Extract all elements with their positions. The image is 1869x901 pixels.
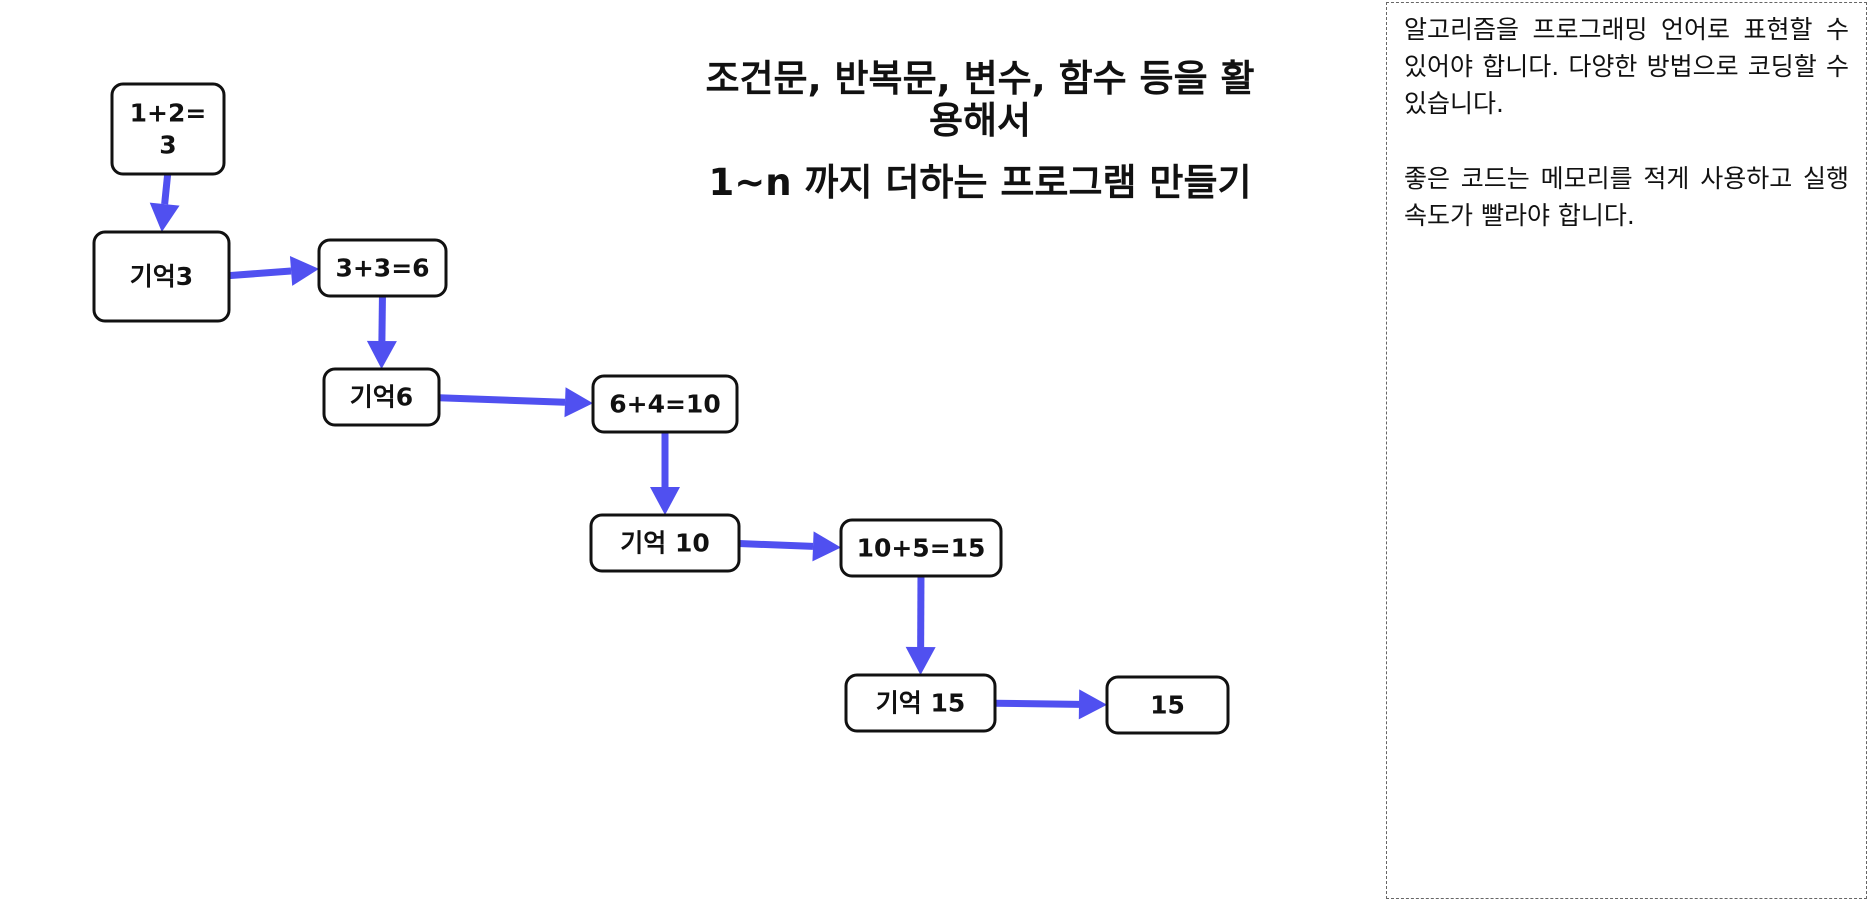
node-label: 3+3=6 <box>335 254 429 283</box>
flow-diagram: 1+2= 3 기억3 3+3=6 기억6 6+4=10 기억 10 10+5=15 기억 15 1… <box>92 82 1230 735</box>
arrow-head <box>812 531 841 562</box>
arrow-head <box>650 487 680 515</box>
arrow-head <box>905 646 936 675</box>
arrow-shaft <box>438 394 566 406</box>
arrow-shaft <box>994 699 1080 708</box>
arrow-head <box>289 256 319 286</box>
node-sum-1-2: 1+2= 3 <box>110 82 226 176</box>
node-label: 15 <box>1150 691 1185 720</box>
side-panel: 알고리즘을 프로그래밍 언어로 표현할 수 있어야 합니다. 다양한 방법으로 … <box>1386 2 1867 899</box>
node-label: 기억 10 <box>620 529 710 558</box>
arrow-sum-6-4-to-memory-10 <box>650 432 680 515</box>
node-box <box>589 513 741 573</box>
side-paragraph-1: 알고리즘을 프로그래밍 언어로 표현할 수 있어야 합니다. 다양한 방법으로 … <box>1404 15 1849 118</box>
arrow-memory-6-to-sum-6-4 <box>438 387 593 418</box>
arrow-sum-10-5-to-memory-15 <box>905 575 936 675</box>
node-sum-6-4: 6+4=10 <box>591 374 739 434</box>
node-label: 기억3 <box>130 262 193 291</box>
arrow-memory-3-to-sum-3-3 <box>228 256 319 286</box>
node-memory-6: 기억6 <box>322 367 441 427</box>
arrow-shaft <box>228 267 292 280</box>
arrow-head <box>366 340 397 369</box>
node-result-15: 15 <box>1105 675 1230 735</box>
arrow-sum-3-3-to-memory-6 <box>366 295 397 369</box>
node-sum-10-5: 10+5=15 <box>839 518 1003 578</box>
node-box <box>322 367 441 427</box>
node-memory-10: 기억 10 <box>589 513 741 573</box>
node-box <box>839 518 1003 578</box>
arrow-memory-15-to-result-15 <box>994 689 1107 720</box>
node-label: 기억6 <box>350 383 413 412</box>
node-box <box>92 230 231 323</box>
side-paragraph-2: 좋은 코드는 메모리를 적게 사용하고 실행 속도가 빨라야 합니다. <box>1404 164 1849 230</box>
arrow-shaft <box>378 295 386 342</box>
node-label: 6+4=10 <box>609 390 720 419</box>
arrow-sum-1-2-to-memory-3 <box>149 173 180 232</box>
node-label: 10+5=15 <box>857 534 986 563</box>
node-sum-3-3: 3+3=6 <box>317 238 448 298</box>
node-memory-3: 기억3 <box>92 230 231 323</box>
node-box <box>844 673 997 733</box>
arrow-shaft <box>738 540 814 550</box>
node-memory-15: 기억 15 <box>844 673 997 733</box>
arrow-memory-10-to-sum-10-5 <box>738 531 841 562</box>
nodes-layer: 1+2= 3 기억3 3+3=6 기억6 6+4=10 기억 10 10+5=15 기억 15 1… <box>92 82 1230 735</box>
node-label: 기억 15 <box>876 689 966 718</box>
node-box <box>317 238 448 298</box>
node-label: 3 <box>159 131 176 160</box>
node-box <box>110 82 226 176</box>
node-box <box>1105 675 1230 735</box>
node-box <box>591 374 739 434</box>
arrow-shaft <box>161 173 172 205</box>
arrow-head <box>1078 689 1107 720</box>
arrow-head <box>564 387 593 418</box>
edges-layer <box>149 173 1107 720</box>
arrow-head <box>149 202 180 232</box>
node-label: 1+2= <box>130 99 207 128</box>
